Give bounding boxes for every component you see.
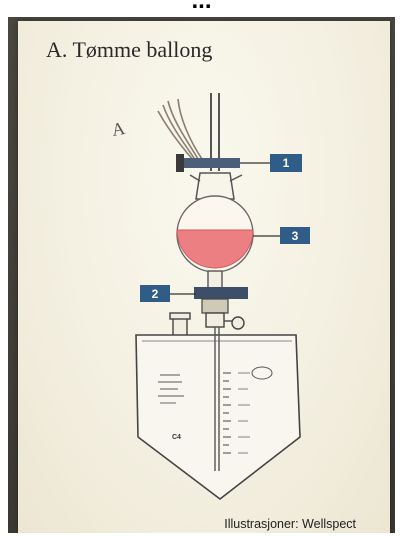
illustration: 1 3: [18, 21, 390, 533]
callout-1-label: 1: [283, 156, 290, 170]
image-credit: Illustrasjoner: Wellspect: [224, 517, 356, 531]
header-text: ...: [0, 0, 403, 15]
photo-frame: A. Tømme ballong A 1: [8, 17, 395, 533]
callout-2: 2: [140, 285, 170, 302]
funnel-neck-icon: [196, 173, 234, 199]
balloon-icon: [177, 196, 253, 272]
cord-bundle-icon: [158, 99, 202, 161]
top-clamp-icon: [176, 154, 240, 172]
bag-code-label: C4: [172, 434, 181, 441]
callout-3: 3: [280, 227, 310, 244]
valve-icon: [194, 287, 248, 313]
lower-neck-icon: [208, 271, 222, 289]
callout-1: 1: [270, 154, 302, 172]
instruction-sheet: A. Tømme ballong A 1: [18, 21, 390, 533]
callout-2-label: 2: [152, 287, 159, 301]
drainage-bag-icon: C4: [136, 327, 300, 499]
callout-3-label: 3: [292, 229, 299, 243]
